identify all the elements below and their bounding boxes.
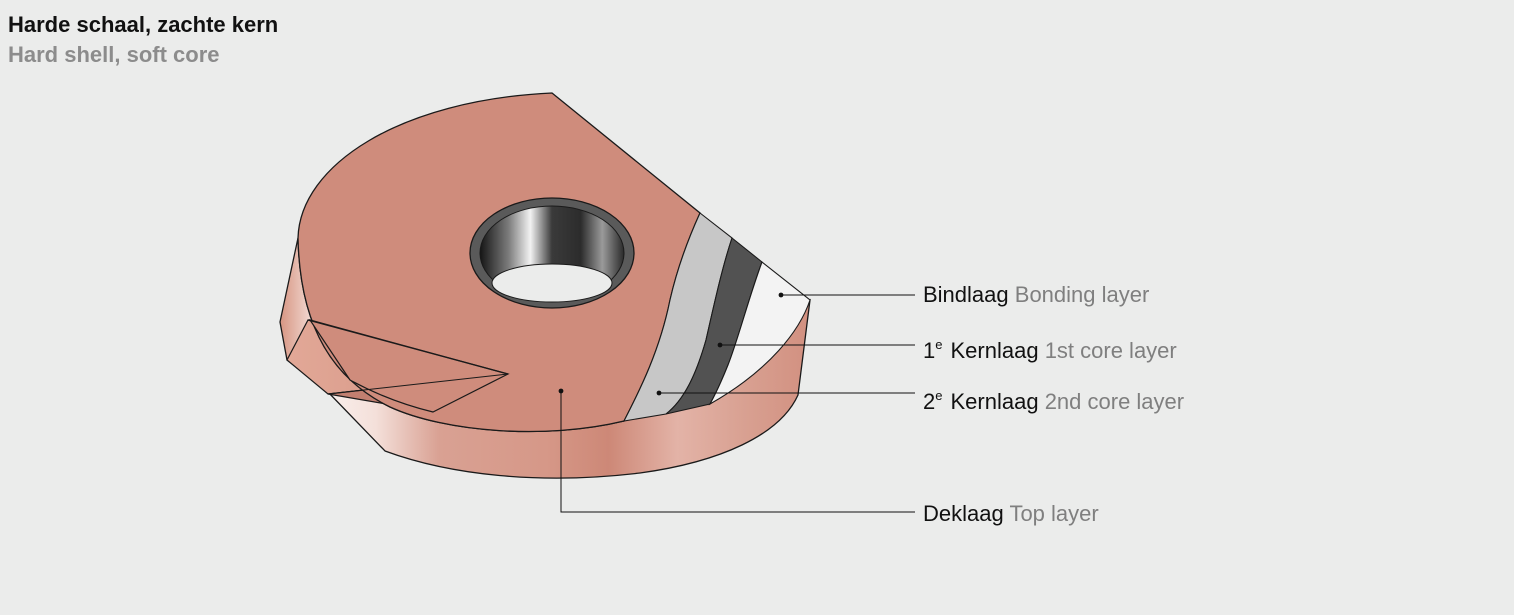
label-bonding-layer: Bindlaag Bonding layer bbox=[923, 282, 1149, 308]
dot-top bbox=[558, 388, 564, 394]
label-bonding-en: Bonding layer bbox=[1014, 282, 1150, 307]
dot-core1 bbox=[717, 342, 723, 348]
title-english: Hard shell, soft core bbox=[8, 42, 220, 67]
label-core-layer-1: 1e Kernlaag 1st core layer bbox=[923, 332, 1177, 364]
title-dutch: Harde schaal, zachte kern bbox=[8, 12, 279, 37]
insert-notch bbox=[308, 318, 510, 413]
label-core2-num: 2 bbox=[923, 389, 936, 414]
bonding-layer-band bbox=[708, 261, 811, 406]
label-core2-sup: e bbox=[935, 388, 943, 403]
leader-dots bbox=[558, 292, 784, 396]
dot-bonding bbox=[778, 292, 784, 298]
label-core2-en: 2nd core layer bbox=[1044, 389, 1185, 414]
label-core1-nl: Kernlaag bbox=[950, 338, 1039, 363]
label-core1-en: 1st core layer bbox=[1044, 338, 1177, 363]
label-core1-sup: e bbox=[935, 337, 943, 352]
label-core1-num: 1 bbox=[923, 338, 936, 363]
label-core-layer-2: 2e Kernlaag 2nd core layer bbox=[923, 383, 1184, 415]
label-top-en: Top layer bbox=[1009, 501, 1099, 526]
label-top-layer: Deklaag Top layer bbox=[923, 501, 1099, 527]
label-core2-nl: Kernlaag bbox=[950, 389, 1039, 414]
title-block: Harde schaal, zachte kern Hard shell, so… bbox=[8, 12, 278, 72]
leader-lines bbox=[560, 294, 915, 513]
label-top-nl: Deklaag bbox=[923, 501, 1004, 526]
label-bonding-nl: Bindlaag bbox=[923, 282, 1009, 307]
leader-top bbox=[560, 391, 915, 513]
hole-bottom-opening bbox=[491, 263, 613, 303]
dot-core2 bbox=[656, 390, 662, 396]
